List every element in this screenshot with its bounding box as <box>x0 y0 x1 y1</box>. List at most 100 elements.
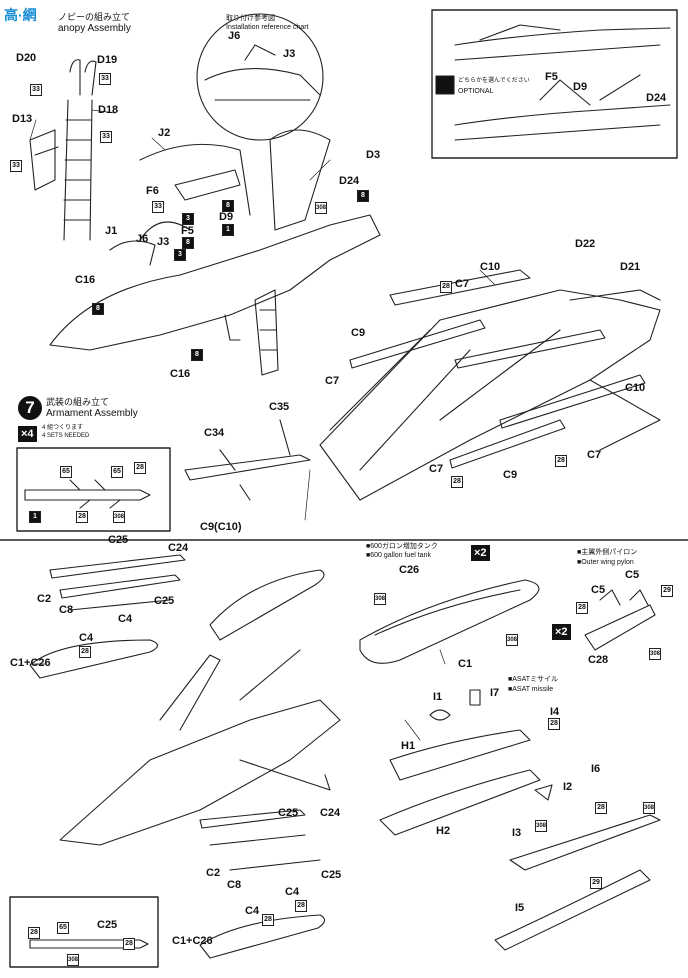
part-label-j2: J2 <box>158 127 171 139</box>
paint-code-badge: 308 <box>506 634 518 646</box>
paint-code-badge: 28 <box>262 914 274 926</box>
paint-code-badge: 28 <box>123 938 135 950</box>
part-label-c25-a: C25 <box>108 534 129 546</box>
paint-code-badge: 29 <box>661 585 673 597</box>
part-label-i7: I7 <box>490 687 500 699</box>
part-label-c4-d: C4 <box>245 905 260 917</box>
part-label-c16-bottom: C16 <box>170 368 191 380</box>
part-label-h1: H1 <box>401 740 416 752</box>
part-label-j3: J3 <box>157 236 170 248</box>
underside-airframe-drawing <box>319 269 661 501</box>
part-label-h2: H2 <box>436 825 451 837</box>
paint-code-badge: 33 <box>30 84 42 96</box>
asat-title-en: ■ASAT missile <box>508 686 554 693</box>
paint-code-badge: 28 <box>548 718 560 730</box>
part-label-c1-c26-a: C1+C26 <box>10 657 51 669</box>
paint-code-badge: 8 <box>92 303 104 315</box>
pylon-multiplier: ×2 <box>552 624 571 640</box>
part-label-d21: D21 <box>620 261 641 273</box>
paint-code-badge: 33 <box>10 160 22 172</box>
part-label-c1: C1 <box>458 658 473 670</box>
install-title-jp: 取り付け参考図 <box>226 15 275 22</box>
part-label-c2-b: C2 <box>206 867 221 879</box>
outer-pylon-drawing <box>584 589 656 651</box>
part-label-c9-left: C9 <box>351 327 366 339</box>
part-label-c35: C35 <box>269 401 290 413</box>
part-label-c7-bottom: C7 <box>429 463 444 475</box>
paint-code-badge: 28 <box>595 802 607 814</box>
paint-code-badge: 1 <box>222 224 234 236</box>
paint-code-badge: 3 <box>182 213 194 225</box>
part-label-c9-c10: C9(C10) <box>200 521 242 533</box>
pylon-title-en: ■Outer wing pylon <box>577 559 634 566</box>
part-label-c4-c: C4 <box>285 886 300 898</box>
paint-code-badge: 8 <box>222 200 234 212</box>
part-label-j3-ref: J3 <box>283 48 296 60</box>
paint-code-badge: 65 <box>111 466 123 478</box>
part-label-i1: I1 <box>433 691 443 703</box>
sets-label-jp: 4 組つくります <box>42 425 84 431</box>
paint-code-badge: 33 <box>99 73 111 85</box>
paint-code-badge: 29 <box>590 877 602 889</box>
part-label-c25-b: C25 <box>154 595 175 607</box>
part-label-c5-a: C5 <box>625 569 640 581</box>
part-label-c24-a: C24 <box>168 542 189 554</box>
install-title-en: Installation reference chart <box>226 24 309 31</box>
armament-title-jp: 武装の組み立て <box>46 397 110 407</box>
paint-code-badge: 308 <box>535 820 547 832</box>
paint-code-badge: 28 <box>79 646 91 658</box>
part-label-j1: J1 <box>105 225 118 237</box>
part-label-c10-top: C10 <box>480 261 501 273</box>
part-label-i5: I5 <box>515 902 525 914</box>
paint-code-badge: 1 <box>29 511 41 523</box>
part-label-c5-b: C5 <box>591 584 606 596</box>
part-label-c4-a: C4 <box>118 613 133 625</box>
canopy-title-jp: ノピーの組み立て <box>58 12 131 22</box>
part-label-d20: D20 <box>16 52 37 64</box>
part-label-i2: I2 <box>563 781 573 793</box>
paint-code-badge: 308 <box>315 202 327 214</box>
optional-label-jp: どちらかを選んでください <box>458 78 530 84</box>
fuel-tank-drawing <box>359 579 540 664</box>
paint-code-badge: 8 <box>182 237 194 249</box>
part-label-c8-a: C8 <box>59 604 74 616</box>
paint-code-badge: 8 <box>191 349 203 361</box>
part-label-f5: F5 <box>181 225 194 237</box>
lower-airframe-drawing <box>9 554 341 968</box>
paint-code-badge: 308 <box>374 593 386 605</box>
part-label-d22: D22 <box>575 238 596 250</box>
part-label-f6: F6 <box>146 185 159 197</box>
paint-code-badge: 8 <box>357 190 369 202</box>
site-watermark: 高·網 <box>4 7 37 23</box>
part-label-c9-bottom: C9 <box>503 469 518 481</box>
part-label-j6-ref: J6 <box>228 30 241 42</box>
part-label-c24-b: C24 <box>320 807 341 819</box>
part-label-d24-ref: D24 <box>646 92 667 104</box>
part-label-c8-b: C8 <box>227 879 242 891</box>
part-label-f5-ref: F5 <box>545 71 558 83</box>
part-label-c7-right: C7 <box>587 449 602 461</box>
part-label-i3: I3 <box>512 827 522 839</box>
tank-multiplier: ×2 <box>471 545 490 561</box>
asat-missile-drawing <box>379 689 661 951</box>
part-label-c4-b: C4 <box>79 632 94 644</box>
part-label-c34: C34 <box>204 427 225 439</box>
part-label-c2-a: C2 <box>37 593 52 605</box>
part-label-j6: J6 <box>136 233 149 245</box>
part-label-c7-left: C7 <box>325 375 340 387</box>
installation-reference-circle <box>196 13 324 141</box>
part-label-c1-c26-b: C1+C26 <box>172 935 213 947</box>
part-label-d18: D18 <box>98 104 119 116</box>
optional-label-en: OPTIONAL <box>458 88 494 95</box>
part-label-d9: D9 <box>219 211 234 223</box>
part-label-c16-top: C16 <box>75 274 96 286</box>
sets-multiplier: ×4 <box>18 426 37 442</box>
part-label-c7-top: C7 <box>455 278 470 290</box>
tank-title-jp: ■600ガロン増加タンク <box>366 543 438 550</box>
paint-code-badge: 28 <box>76 511 88 523</box>
paint-code-badge: 3 <box>174 249 186 261</box>
paint-code-badge: 65 <box>60 466 72 478</box>
upper-airframe-drawing <box>49 129 381 376</box>
